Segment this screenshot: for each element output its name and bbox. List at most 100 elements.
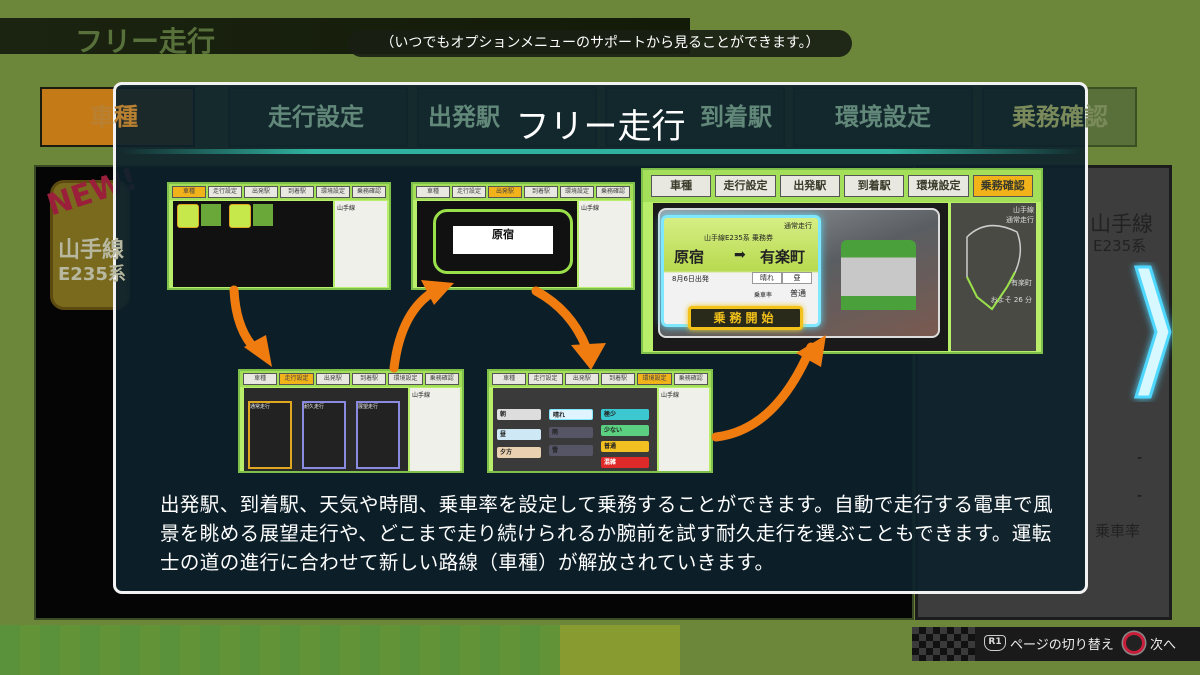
thumbnail-detail: 極少 (601, 409, 649, 420)
screenshot-environment-select: 車種走行設定出発駅到着駅環境設定乗務確認 朝 昼 夕方 晴れ 雨 雪 極少 少な… (487, 369, 713, 473)
screenshot-run-mode-select: 車種走行設定出発駅到着駅環境設定乗務確認 通常走行 耐久走行 展望走行 山手線 (238, 369, 464, 473)
thumbnail-detail: 車種走行設定出発駅到着駅環境設定乗務確認 (643, 170, 1041, 202)
thumbnail-detail: 通常走行 (250, 404, 271, 410)
thumbnail-detail: 混雑 (601, 457, 649, 468)
ticket-from: 原宿 (674, 248, 705, 266)
thumbnail-tab: 環境設定 (637, 373, 672, 385)
thumbnail-detail: 山手線 通常走行 有楽町 およそ 26 分 (951, 203, 1036, 351)
train-image (841, 240, 916, 310)
tab-run-settings[interactable]: 走行設定 (268, 103, 364, 131)
thumbnail-detail: 普通 (601, 441, 649, 452)
thumbnail-detail: 通常走行 (248, 401, 292, 469)
arrow-3-to-2 (389, 285, 441, 373)
thumbnail-tab: 出発駅 (564, 373, 599, 385)
screenshot-confirm: 車種走行設定出発駅到着駅環境設定乗務確認 通常走行 山手線E235系 乗務券 原… (641, 168, 1043, 354)
thumbnail-detail: 山手線 (410, 388, 460, 471)
thumbnail-detail: 山手線 (579, 201, 631, 287)
decorative-pattern (560, 625, 680, 675)
info-ride-rate-label: 乗車率 (1095, 522, 1141, 540)
arrow-1-to-3 (229, 285, 261, 355)
thumbnail-detail: 山手線 (335, 201, 387, 287)
thumbnail-detail: 晴れ (752, 272, 782, 284)
info-playtime-value: - (1137, 450, 1143, 466)
thumbnail-tab: 環境設定 (908, 175, 969, 197)
thumbnail-detail: 山手線 (412, 392, 431, 399)
arrowhead-icon (571, 343, 606, 370)
route-map-icon (966, 224, 1022, 311)
thumbnail-detail: ➡ (734, 247, 746, 263)
next-hint[interactable]: 次へ (1150, 638, 1177, 653)
thumbnail-detail: 晴れ (549, 409, 593, 420)
thumbnail-detail: およそ 26 分 (990, 296, 1032, 304)
station-sign: 原宿 (453, 226, 553, 254)
ticket-to: 有楽町 (760, 248, 806, 266)
thumbnail-detail (229, 204, 251, 228)
thumbnail-detail: 昼 (782, 272, 812, 284)
tab-vehicle[interactable]: 車種 (90, 103, 138, 131)
thumbnail-tab: 環境設定 (316, 186, 350, 198)
thumbnail-detail: 展望走行 (356, 401, 400, 469)
decorative-pattern (0, 625, 560, 675)
flow-arrows (229, 280, 826, 442)
help-dialog: フリー走行 車種走行設定出発駅到着駅環境設定乗務確認 山手線 車種走行設定出発駅… (113, 82, 1088, 594)
thumbnail-detail: 車種走行設定出発駅到着駅環境設定乗務確認 (413, 184, 633, 200)
tab-confirm[interactable]: 乗務確認 (1012, 103, 1108, 131)
thumbnail-detail: 車種走行設定出発駅到着駅環境設定乗務確認 (489, 371, 711, 387)
dialog-title: フリー走行 (515, 107, 686, 147)
thumbnail-detail: 車種走行設定出発駅到着駅環境設定乗務確認 (169, 184, 389, 200)
circle-button-icon (1123, 632, 1145, 654)
thumbnail-tab: 車種 (651, 175, 712, 197)
thumbnail-detail: 昼 (497, 429, 541, 440)
thumbnail-tab: 乗務確認 (596, 186, 630, 198)
thumbnail-tab: 到着駅 (600, 373, 636, 385)
vehicle-card-type: E235系 (58, 264, 126, 285)
help-notice: （いつでもオプションメニューのサポートから見ることができます。） (348, 30, 852, 57)
thumbnail-tab: 車種 (243, 373, 278, 385)
thumbnail-tab: 到着駅 (280, 186, 314, 198)
thumb-line: 山手線 (337, 205, 356, 212)
arrowhead-icon (421, 280, 454, 305)
thumbnail-tab: 車種 (492, 373, 527, 385)
thumbnail-detail: 少ない (601, 425, 649, 436)
thumbnail-tab: 車種 (416, 186, 450, 198)
thumbnail-detail: 車種走行設定出発駅到着駅環境設定乗務確認 (240, 371, 462, 387)
thumbnail-tab: 出発駅 (779, 175, 840, 197)
thumbnail-tab: 走行設定 (528, 373, 563, 385)
info-time-value: - (1137, 488, 1143, 504)
checkered-flag-icon (912, 627, 975, 661)
next-page-chevron-icon[interactable] (1128, 262, 1173, 402)
thumbnail-detail: 普通 (790, 289, 806, 298)
thumbnail-detail: 展望走行 (358, 404, 379, 410)
start-duty-button: 乗務開始 (688, 306, 803, 330)
thumbnail-tab: 走行設定 (715, 175, 776, 197)
thumbnail-detail: 耐久走行 (304, 404, 325, 410)
thumbnail-tab: 到着駅 (843, 175, 905, 197)
screenshot-vehicle-select: 車種走行設定出発駅到着駅環境設定乗務確認 山手線 (167, 182, 391, 290)
tab-departure[interactable]: 出発駅 (428, 103, 500, 131)
thumbnail-tab: 乗務確認 (972, 175, 1033, 197)
tab-arrival[interactable]: 到着駅 (700, 103, 772, 131)
thumbnail-detail (253, 204, 273, 226)
screenshot-departure-select: 車種走行設定出発駅到着駅環境設定乗務確認 原宿 山手線 (411, 182, 635, 290)
thumbnail-detail: 山手線E235系 乗務券 (704, 234, 774, 242)
thumbnail-tab: 出発駅 (488, 186, 522, 198)
thumbnail-detail: 夕方 (497, 447, 541, 458)
thumbnail-tab: 環境設定 (388, 373, 423, 385)
info-line: 山手線 (1090, 212, 1153, 236)
thumbnail-detail: 耐久走行 (302, 401, 346, 469)
thumbnail-tab: 乗務確認 (352, 186, 386, 198)
thumbnail-tab: 走行設定 (452, 186, 486, 198)
vehicle-card-line: 山手線 (58, 238, 125, 263)
thumbnail-detail: 山手線 (661, 392, 680, 399)
page-switch-hint[interactable]: ページの切り替え (1010, 638, 1114, 653)
thumbnail-tab: 走行設定 (279, 373, 314, 385)
thumbnail-detail: 山手線 (659, 388, 709, 471)
arrow-4-to-5 (711, 342, 816, 442)
thumbnail-tab: 出発駅 (244, 186, 278, 198)
arrowhead-icon (796, 335, 826, 367)
thumbnail-detail (201, 204, 221, 226)
thumbnail-detail: 雨 (549, 427, 593, 438)
thumbnail-detail: 通常走行 (784, 222, 812, 230)
tab-environment[interactable]: 環境設定 (835, 103, 931, 131)
thumbnail-tab: 乗務確認 (673, 373, 708, 385)
